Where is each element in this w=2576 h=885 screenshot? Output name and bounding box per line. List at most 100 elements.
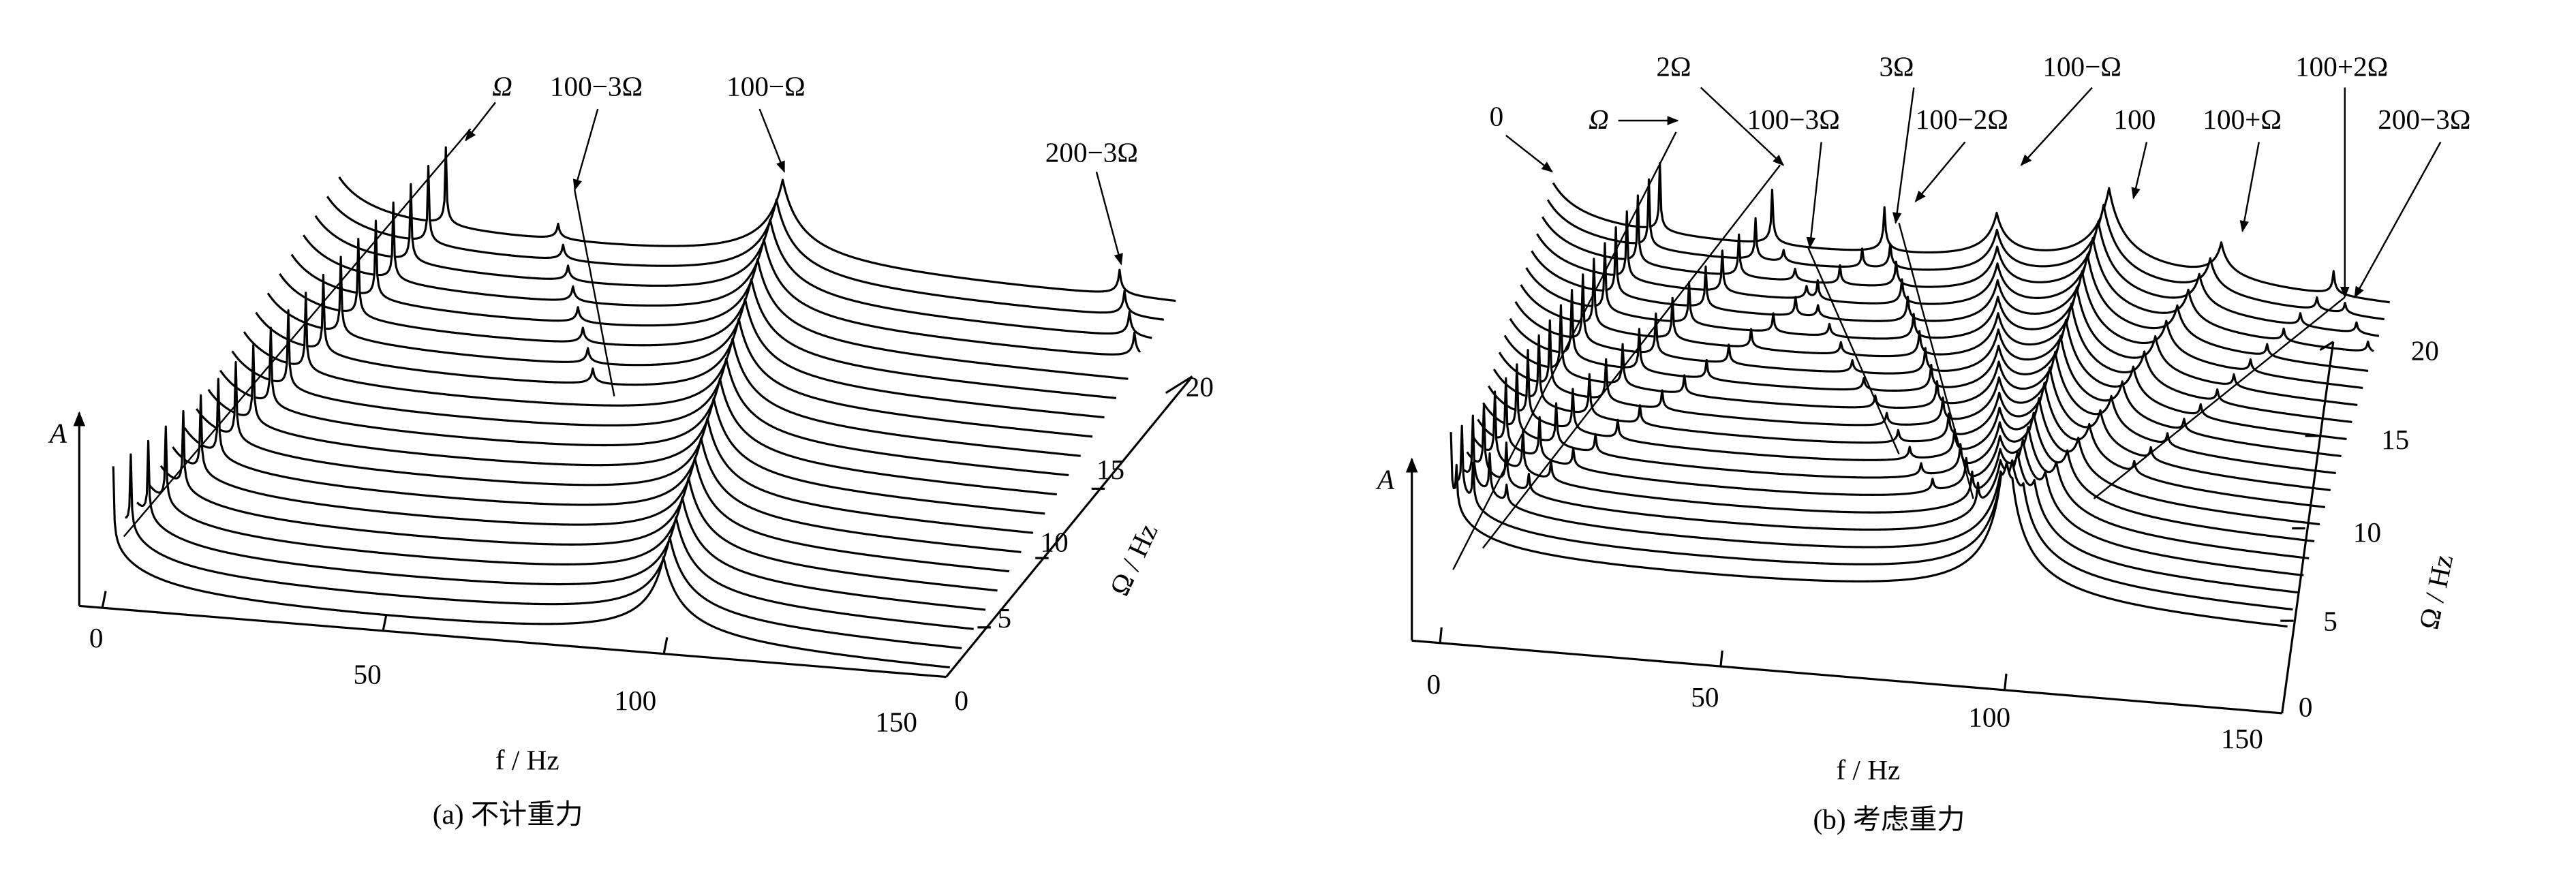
spectrum-line-omega-15: [1525, 242, 2363, 390]
annotation-0: 0: [1490, 100, 1504, 131]
f-tick-label-0: 0: [89, 622, 104, 653]
annotation-arrow: [1914, 141, 1966, 203]
omega-tick-20: [1165, 375, 1193, 394]
f-tick-label-50: 50: [354, 658, 382, 689]
omega-tick-20: [2319, 341, 2334, 352]
omega-tick-label-10: 10: [1041, 526, 1069, 557]
omega-axis-label: Ω / Hz: [2412, 552, 2459, 632]
a-axis-label: A: [1375, 463, 1395, 495]
f-axis-ticks: [1439, 627, 2008, 691]
f-axis-ticks: [101, 591, 669, 654]
f-tick-label-50: 50: [1691, 681, 1719, 713]
omega-tick-label-0: 0: [2299, 692, 2313, 723]
spectrum-line-omega-10: [1498, 319, 2336, 475]
caption-b: (b) 考虑重力: [1813, 804, 1965, 836]
f-tick-label-100: 100: [1968, 701, 2010, 732]
spectrum-occlusion-omega-18: [315, 184, 1152, 356]
spectrum-line-omega-2: [125, 453, 962, 649]
f-tick-label-0: 0: [1427, 668, 1441, 700]
spectrum-occlusion-omega-17: [303, 202, 1140, 375]
f-tick-label-100: 100: [614, 685, 656, 716]
omega-tick-label-20: 20: [1186, 371, 1214, 403]
spectrum-occlusion-omega-16: [291, 221, 1129, 394]
annotation-100-omega: 100−Ω: [726, 71, 806, 102]
f-axis: [1411, 639, 2282, 715]
panel-b: A 0 50 100 150 0 5 10 15 20 Ω / Hz f / H…: [1375, 51, 2471, 836]
spectrum-line-omega-3: [136, 439, 974, 630]
spectrum-line-omega-20: [1552, 162, 2390, 304]
spectrum-line-omega-16: [1531, 226, 2369, 372]
spectrum-line-omega-18: [1542, 194, 2380, 337]
spectrum-occlusion-omega-8: [1488, 350, 2325, 527]
omega-tick-label-5: 5: [2323, 606, 2337, 637]
annotation-100-2omega: 100−2Ω: [1916, 104, 2008, 135]
f-tick-50: [382, 614, 388, 632]
omega-axis-label: Ω / Hz: [1103, 518, 1163, 600]
spectrum-occlusion-omega-4: [1467, 404, 2304, 595]
annotation-100-omega: 100−Ω: [2042, 51, 2121, 82]
omega-tick-label-20: 20: [2411, 335, 2439, 366]
spectrum-occlusion-omega-3: [1461, 416, 2299, 612]
spectrum-line-omega-11: [1503, 304, 2342, 458]
f-tick-100: [2004, 673, 2008, 691]
waterfall-curves-a: [112, 146, 1176, 685]
spectrum-line-omega-9: [207, 344, 1045, 515]
2omega-track-line: [1482, 164, 1781, 549]
spectrum-line-omega-19: [1546, 178, 2385, 321]
spectrum-line-omega-20: [338, 146, 1176, 302]
annotation-arrow: [758, 108, 786, 173]
annotation-omega: Ω: [492, 71, 512, 102]
spectrum-line-omega-14: [1520, 258, 2358, 407]
f-tick-label-150: 150: [2221, 723, 2263, 754]
100-3omega-track-line: [1807, 247, 1900, 454]
annotation-arrow: [2131, 142, 2148, 200]
spectrum-line-omega-16: [290, 219, 1129, 380]
spectrum-line-omega-1: [112, 466, 950, 669]
spectrum-occlusion-omega-2: [125, 454, 962, 665]
annotation-3omega: 3Ω: [1879, 51, 1914, 82]
spectrum-line-omega-10: [219, 326, 1057, 496]
spectrum-occlusion-omega-15: [279, 238, 1116, 414]
annotation-100-plus-2omega: 100+2Ω: [2295, 51, 2388, 82]
spectrum-line-omega-8: [196, 361, 1034, 534]
f-tick-100: [662, 637, 669, 654]
annotation-arrow: [1806, 142, 1822, 249]
annotation-arrow: [1505, 134, 1554, 173]
spectrum-line-omega-19: [326, 164, 1164, 321]
spectrum-line-omega-7: [183, 377, 1022, 553]
spectrum-occlusion-omega-7: [1483, 364, 2320, 544]
omega-tick-label-5: 5: [998, 602, 1012, 634]
annotation-arrow: [2020, 87, 2093, 166]
annotation-arrow: [465, 102, 496, 142]
omega-tick-label-15: 15: [1097, 454, 1124, 485]
f-tick-50: [1719, 650, 1723, 668]
spectrum-line-omega-9: [1492, 334, 2331, 491]
spectrum-line-omega-4: [1466, 403, 2304, 577]
spectrum-line-omega-12: [243, 292, 1081, 457]
waterfall-curves-b: [1450, 162, 2390, 645]
caption-a: (a) 不计重力: [433, 798, 583, 830]
omega-axis-ticks: [2280, 341, 2334, 622]
spectrum-occlusion-omega-19: [327, 166, 1164, 337]
spectrum-occlusion-omega-20: [339, 147, 1176, 317]
annotation-100: 100: [2114, 104, 2156, 135]
f-tick-label-150: 150: [875, 707, 917, 738]
spectrum-line-omega-11: [231, 309, 1069, 477]
spectrum-line-omega-4: [148, 425, 986, 611]
spectrum-occlusion-omega-2: [1456, 426, 2293, 628]
omega-tick-label-0: 0: [955, 685, 969, 716]
annotation-100-3omega: 100−3Ω: [550, 71, 643, 102]
annotation-omega: Ω: [1589, 104, 1609, 135]
100-2omega-track-line: [1898, 222, 1974, 499]
spectrum-occlusion-omega-1: [1451, 432, 2288, 645]
spectrum-line-omega-18: [314, 183, 1152, 339]
annotation-arrow: [1095, 171, 1123, 266]
omega-axis: [2281, 341, 2335, 714]
spectrum-line-omega-5: [1471, 390, 2310, 560]
spectrum-line-omega-1: [1450, 432, 2288, 628]
spectrum-occlusion-omega-9: [1494, 335, 2331, 510]
annotation-100-3omega: 100−3Ω: [1747, 104, 1840, 135]
track-100-3omega-line: [574, 189, 615, 397]
omega-axis-ticks: [977, 375, 1193, 629]
